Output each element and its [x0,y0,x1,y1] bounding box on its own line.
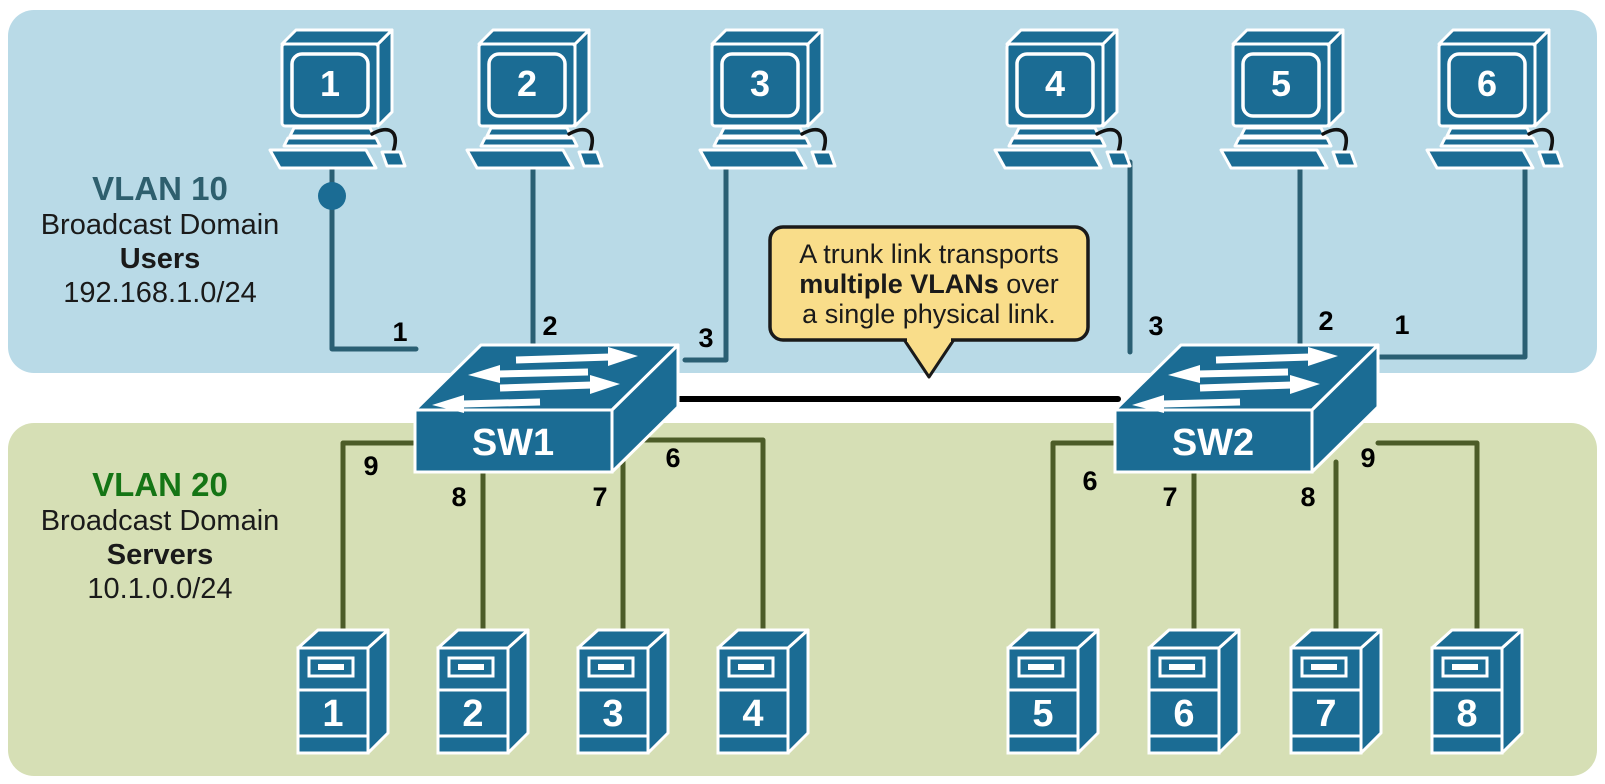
port-label: 2 [542,311,557,341]
port-label: 9 [1360,443,1375,473]
port-label: 7 [592,482,607,512]
switch-label: SW1 [472,422,554,464]
vlan20-title: VLAN 20 [92,466,228,503]
switch-sw1: SW1 [415,345,678,472]
pc-number: 4 [1045,63,1065,104]
port-label: 3 [1148,311,1163,341]
callout-line1: A trunk link transports [799,239,1059,269]
pc-group: 1 2 3 4 5 6 [268,28,1564,170]
server-number: 7 [1315,693,1336,735]
port-label: 3 [698,323,713,353]
port-label: 8 [1300,482,1315,512]
callout-line2: multiple VLANs over [799,269,1059,299]
pc-number: 1 [320,63,340,104]
server-port-labels: 9 8 7 6 6 7 8 9 [363,443,1375,512]
server-number: 2 [462,693,483,735]
server-group: 1 2 3 4 5 6 7 8 [296,628,1524,755]
vlan10-network: 192.168.1.0/24 [63,277,257,309]
pc-number: 3 [750,63,770,104]
link-node-dot [318,182,346,210]
server-number: 1 [322,693,343,735]
pc-port-labels: 1 2 3 3 2 1 [392,306,1409,353]
port-label: 1 [392,317,407,347]
vlan10-band [8,10,1597,373]
vlan10-title: VLAN 10 [92,170,228,207]
switch-sw2: SW2 [1115,345,1378,472]
vlan20-network: 10.1.0.0/24 [87,573,232,605]
server-number: 6 [1173,693,1194,735]
port-label: 9 [363,451,378,481]
vlan20-links [340,437,1480,635]
switch-label: SW2 [1172,422,1254,464]
server-number: 8 [1456,693,1477,735]
port-label: 6 [1082,466,1097,496]
vlan20-label-block: VLAN 20 Broadcast Domain Servers 10.1.0.… [41,466,280,605]
vlan10-links [318,159,1528,363]
trunk-callout: A trunk link transports multiple VLANs o… [768,225,1090,379]
callout-line3: a single physical link. [802,299,1056,329]
vlan10-role: Users [120,243,201,275]
port-label: 2 [1318,306,1333,336]
server-number: 5 [1032,693,1053,735]
port-label: 8 [451,482,466,512]
pc-number: 5 [1271,63,1291,104]
vlan10-label-block: VLAN 10 Broadcast Domain Users 192.168.1… [41,170,280,309]
pc-number: 6 [1477,63,1497,104]
vlan20-role: Servers [107,539,213,571]
vlan10-subtitle: Broadcast Domain [41,209,280,241]
pc-number: 2 [517,63,537,104]
port-label: 1 [1394,310,1409,340]
server-number: 3 [602,693,623,735]
vlan20-subtitle: Broadcast Domain [41,505,280,537]
port-label: 7 [1162,482,1177,512]
port-label: 6 [665,443,680,473]
server-number: 4 [742,693,763,735]
